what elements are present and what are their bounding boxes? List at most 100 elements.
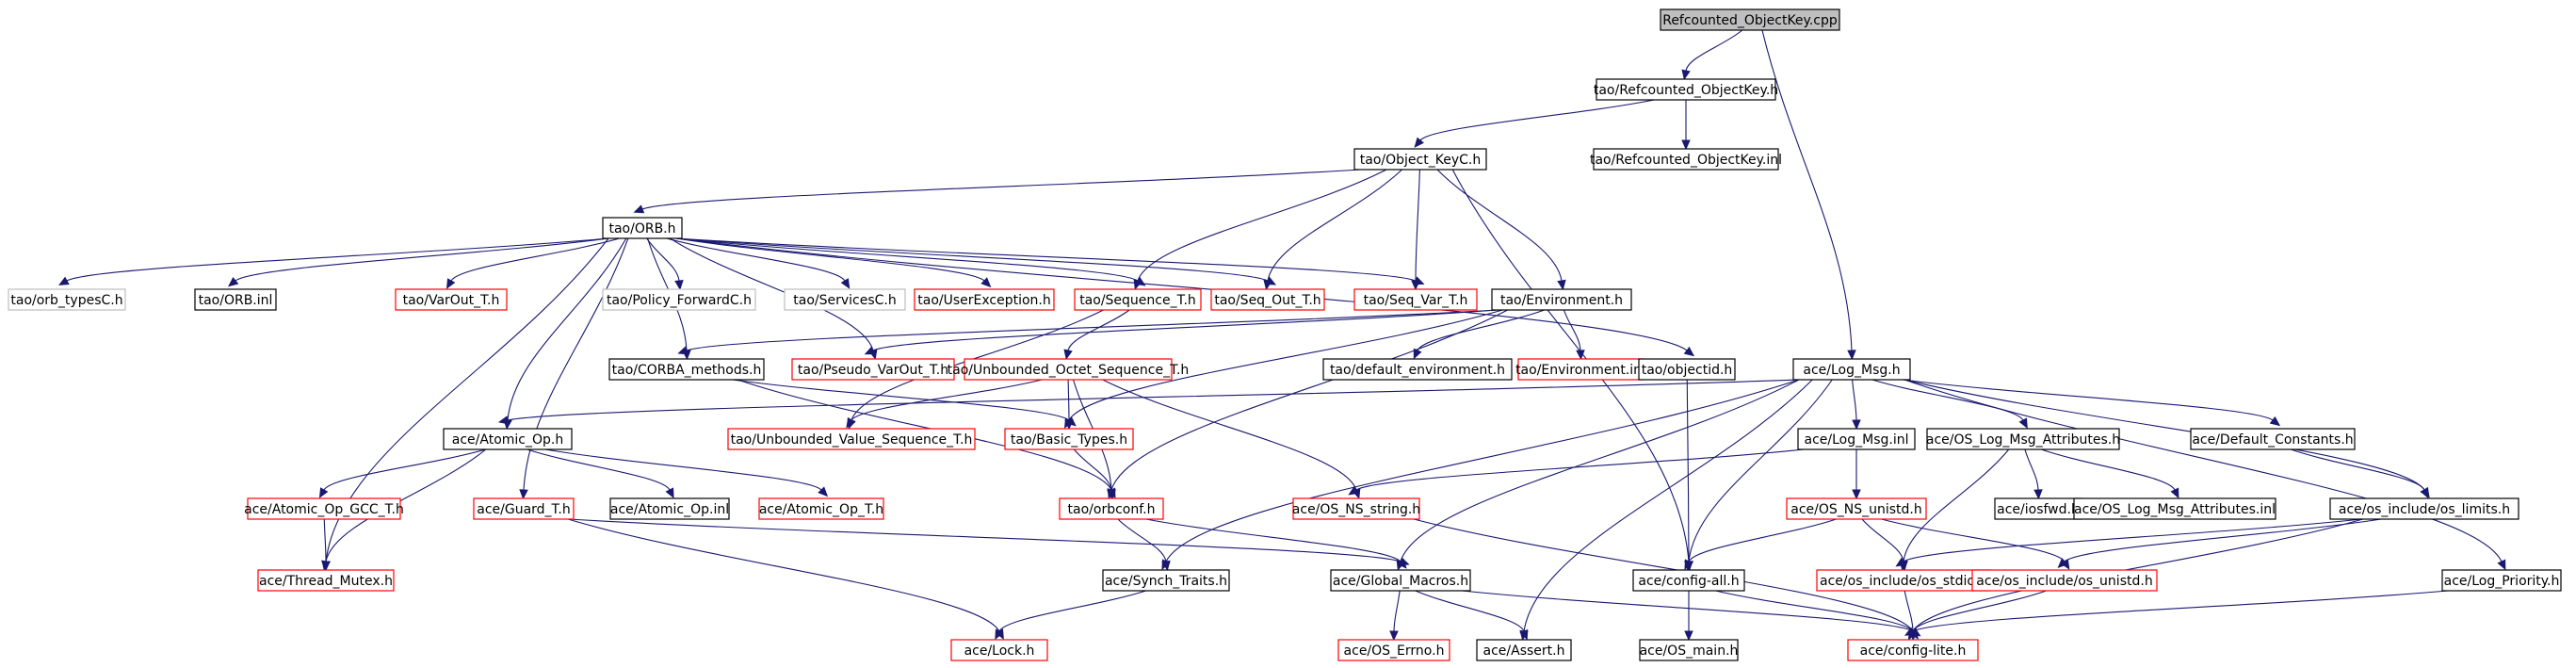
node-tao-seq-out-t-h[interactable]: tao/Seq_Out_T.h — [1210, 288, 1325, 311]
node-tao-basic-types-h[interactable]: tao/Basic_Types.h — [1004, 428, 1134, 450]
node-tao-orbconf-h[interactable]: tao/orbconf.h — [1059, 497, 1164, 520]
node-box — [8, 288, 126, 311]
edge-line — [1267, 169, 1402, 282]
edge-n1-n3 — [1681, 100, 1691, 151]
node-ace-os-main-h[interactable]: ace/OS_main.h — [1639, 639, 1739, 661]
edge-line — [1761, 29, 1853, 351]
edge-n14-n16 — [864, 309, 1499, 355]
node-ace-thread-mutex-h[interactable]: ace/Thread_Mutex.h — [257, 569, 395, 592]
edge-n43-n49 — [1908, 590, 2047, 641]
arrowhead — [846, 416, 856, 429]
node-box — [1660, 8, 1840, 31]
node-ace-log-msg-h[interactable]: ace/Log_Msg.h — [1792, 358, 1911, 381]
node-tao-pseudo-varout-t-h[interactable]: tao/Pseudo_VarOut_T.h — [791, 358, 955, 381]
node-ace-config-all-h[interactable]: ace/config-all.h — [1632, 569, 1745, 592]
node-ace-os-include-os-unistd-h[interactable]: ace/os_include/os_unistd.h — [1971, 569, 2158, 592]
node-tao-servicesc-h[interactable]: tao/ServicesC.h — [784, 288, 906, 311]
node-label: tao/Unbounded_Value_Sequence_T.h — [731, 432, 973, 448]
node-ace-config-lite-h[interactable]: ace/config-lite.h — [1847, 639, 1979, 661]
arrowhead — [1683, 346, 1695, 357]
arrowhead — [1414, 137, 1424, 148]
node-ace-synch-traits-h[interactable]: ace/Synch_Traits.h — [1102, 569, 1230, 592]
node-ace-default-constants-h[interactable]: ace/Default_Constants.h — [2190, 428, 2356, 450]
edge-line — [851, 379, 1043, 421]
edge-line — [1686, 379, 1690, 562]
edge-n2-n14 — [1436, 169, 1566, 291]
node-ace-guard-t-h[interactable]: ace/Guard_T.h — [473, 497, 575, 520]
node-tao-sequence-t-h[interactable]: tao/Sequence_T.h — [1074, 288, 1202, 311]
arrowhead — [674, 279, 684, 291]
arrowhead — [1389, 630, 1399, 642]
node-tao-corba-methods-h[interactable]: tao/CORBA_methods.h — [608, 358, 765, 381]
node-ace-atomic-op-gcc-t-h[interactable]: ace/Atomic_Op_GCC_T.h — [244, 497, 404, 520]
node-ace-lock-h[interactable]: ace/Lock.h — [950, 639, 1048, 661]
edge-line — [507, 379, 1800, 421]
edge-n0-n21 — [1761, 29, 1856, 361]
edge-n4-n29 — [519, 237, 629, 500]
node-ace-os-ns-string-h[interactable]: ace/OS_NS_string.h — [1292, 497, 1420, 520]
arrowhead — [840, 278, 851, 289]
node-tao-unbounded-octet-sequence-t-h[interactable]: tao/Unbounded_Octet_Sequence_T.h — [948, 358, 1190, 381]
arrowhead — [665, 487, 674, 499]
node-box — [473, 497, 575, 520]
node-tao-environment-h[interactable]: tao/Environment.h — [1491, 288, 1632, 311]
node-ace-os-ns-unistd-h[interactable]: ace/OS_NS_unistd.h — [1786, 497, 1927, 520]
node-ace-os-errno-h[interactable]: ace/OS_Errno.h — [1337, 639, 1450, 661]
node-label: tao/VarOut_T.h — [403, 293, 500, 308]
node-tao-unbounded-value-sequence-t-h[interactable]: tao/Unbounded_Value_Sequence_T.h — [727, 428, 976, 450]
node-refcounted-objectkey-cpp[interactable]: Refcounted_ObjectKey.cpp — [1660, 8, 1840, 31]
node-tao-refcounted-objectkey-inl[interactable]: tao/Refcounted_ObjectKey.inl — [1590, 148, 1782, 171]
node-tao-orb-inl[interactable]: tao/ORB.inl — [194, 288, 277, 311]
edge-n37-n42 — [1895, 518, 2362, 567]
edge-n25-n34 — [1852, 448, 1861, 500]
node-ace-atomic-op-t-h[interactable]: ace/Atomic_Op_T.h — [758, 497, 884, 520]
edge-line — [1871, 379, 2024, 421]
node-tao-seq-var-t-h[interactable]: tao/Seq_Var_T.h — [1353, 288, 1478, 311]
graph-nodes: Refcounted_ObjectKey.cpp tao/Refcounted_O… — [8, 8, 2562, 661]
arrowhead — [1681, 139, 1691, 151]
node-tao-environment-inl[interactable]: tao/Environment.inl — [1515, 358, 1645, 381]
edge-n28-n38 — [321, 518, 331, 572]
node-label: ace/os_include/os_unistd.h — [1976, 574, 2152, 589]
node-label: tao/CORBA_methods.h — [612, 363, 762, 378]
node-ace-os-include-os-stdio-h[interactable]: ace/os_include/os_stdio.h — [1816, 569, 1991, 592]
edge-line — [675, 237, 1139, 282]
node-ace-atomic-op-h[interactable]: ace/Atomic_Op.h — [443, 428, 573, 450]
node-label: ace/Atomic_Op_T.h — [759, 502, 883, 517]
arrowhead — [227, 276, 239, 287]
node-tao-orb-h[interactable]: tao/ORB.h — [602, 217, 683, 239]
node-box — [1353, 148, 1487, 171]
node-tao-default-environment-h[interactable]: tao/default_environment.h — [1322, 358, 1513, 381]
edge-n27-n37 — [2291, 448, 2429, 499]
node-label: tao/ServicesC.h — [793, 293, 896, 308]
node-tao-userexception-h[interactable]: tao/UserException.h — [914, 288, 1055, 311]
node-ace-os-log-msg-attributes-h[interactable]: ace/OS_Log_Msg_Attributes.h — [1926, 428, 2120, 450]
edge-n25-n33 — [1348, 448, 1805, 496]
arrowhead — [1576, 350, 1585, 361]
node-ace-os-log-msg-attributes-inl[interactable]: ace/OS_Log_Msg_Attributes.inl — [2073, 497, 2276, 520]
node-tao-refcounted-objectkey-h[interactable]: tao/Refcounted_ObjectKey.h — [1594, 78, 1778, 101]
node-tao-orb-typesc-h[interactable]: tao/orb_typesC.h — [8, 288, 126, 311]
node-ace-iosfwd-h[interactable]: ace/iosfwd.h — [1994, 497, 2082, 520]
node-tao-varout-t-h[interactable]: tao/VarOut_T.h — [395, 288, 508, 311]
node-box — [2329, 497, 2519, 520]
edge-n21-n26 — [1871, 379, 2028, 430]
node-ace-log-msg-inl[interactable]: ace/Log_Msg.inl — [1797, 428, 1916, 450]
node-ace-os-include-os-limits-h[interactable]: ace/os_include/os_limits.h — [2329, 497, 2519, 520]
node-ace-global-macros-h[interactable]: ace/Global_Macros.h — [1330, 569, 1471, 592]
node-ace-log-priority-h[interactable]: ace/Log_Priority.h — [2441, 569, 2562, 592]
node-label: tao/orbconf.h — [1068, 502, 1156, 517]
node-box — [395, 288, 508, 311]
edge-line — [1165, 379, 1800, 562]
node-tao-objectid-h[interactable]: tao/objectid.h — [1638, 358, 1736, 381]
edge-n4-n5 — [58, 237, 609, 285]
node-label: tao/ORB.inl — [199, 293, 273, 308]
edge-n4-n8 — [646, 237, 684, 291]
edge-line — [646, 237, 680, 282]
node-box — [1632, 569, 1745, 592]
node-ace-atomic-op-inl[interactable]: ace/Atomic_Op.inl — [609, 497, 730, 520]
edge-line — [1903, 448, 2010, 562]
node-ace-assert-h[interactable]: ace/Assert.h — [1476, 639, 1572, 661]
node-tao-object-keyc-h[interactable]: tao/Object_KeyC.h — [1353, 148, 1487, 171]
node-tao-policy-forwardc-h[interactable]: tao/Policy_ForwardC.h — [602, 288, 756, 311]
